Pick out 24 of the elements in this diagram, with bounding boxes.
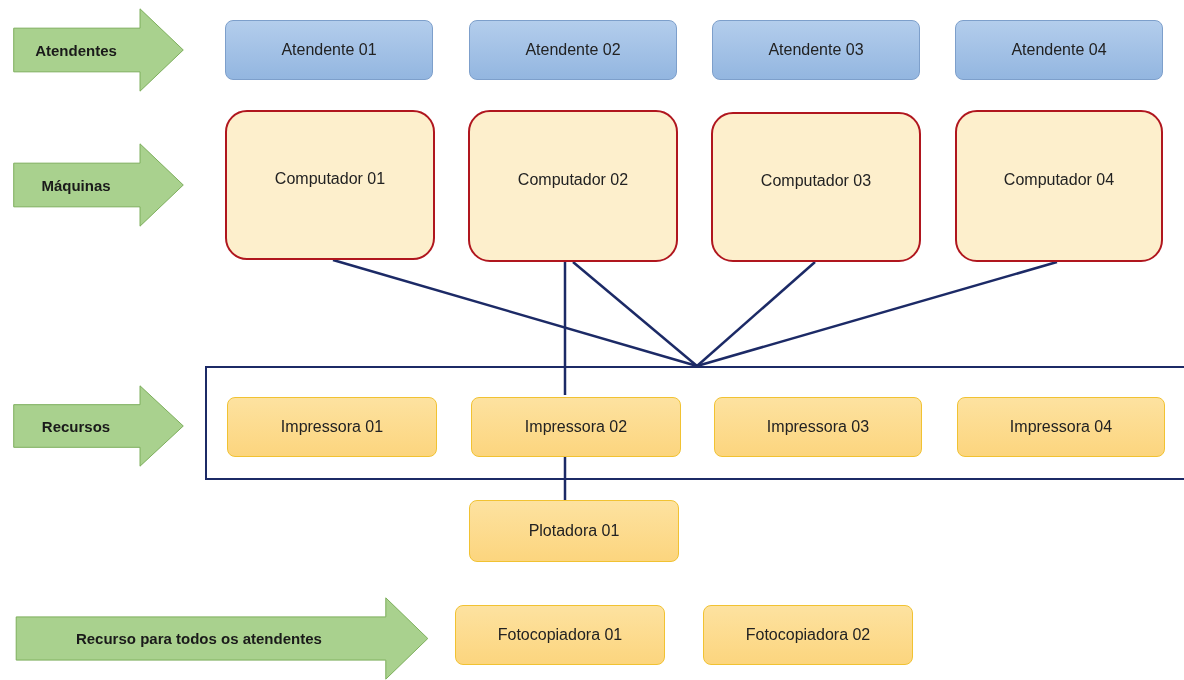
resource-box: Impressora 04 xyxy=(957,397,1165,457)
attendant-box: Atendente 02 xyxy=(469,20,677,80)
connector-line xyxy=(696,260,1058,368)
resource-box: Plotadora 01 xyxy=(469,500,679,562)
group-frame xyxy=(205,366,1184,480)
connector-line xyxy=(696,261,816,367)
attendant-box: Atendente 01 xyxy=(225,20,433,80)
resource-box: Impressora 03 xyxy=(714,397,922,457)
computer-box: Computador 03 xyxy=(711,112,921,262)
resource-box: Impressora 02 xyxy=(471,397,681,457)
arrow-label: Máquinas xyxy=(12,143,185,227)
connector-line xyxy=(572,261,698,367)
connector-line xyxy=(563,262,567,395)
computer-box: Computador 02 xyxy=(468,110,678,262)
arrow-label: Recursos xyxy=(12,385,185,467)
connector-line xyxy=(563,455,567,500)
computer-box: Computador 04 xyxy=(955,110,1163,262)
arrow-label: Atendentes xyxy=(12,8,185,92)
resource-box: Impressora 01 xyxy=(227,397,437,457)
resource-box: Fotocopiadora 02 xyxy=(703,605,913,665)
attendant-box: Atendente 03 xyxy=(712,20,920,80)
resource-box: Fotocopiadora 01 xyxy=(455,605,665,665)
attendant-box: Atendente 04 xyxy=(955,20,1163,80)
computer-box: Computador 01 xyxy=(225,110,435,260)
